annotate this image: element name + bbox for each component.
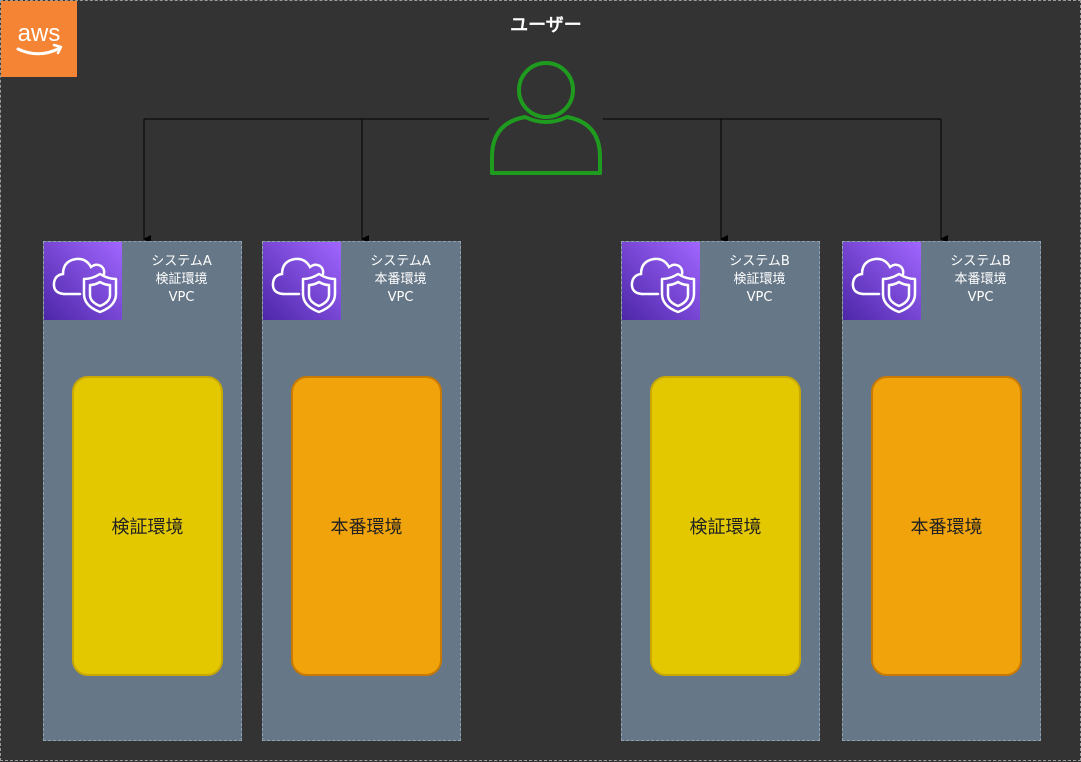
vpc-shield-icon <box>44 242 122 320</box>
svg-text:aws: aws <box>18 20 61 47</box>
user-icon <box>490 61 602 175</box>
vpc-title: システムA 本番環境 VPC <box>370 254 431 305</box>
user-label: ユーザー <box>510 15 582 36</box>
vpc-system-b-staging: システムB 検証環境 VPC 検証環境 <box>621 241 820 741</box>
staging-environment-box: 検証環境 <box>650 376 801 676</box>
vpc-system-b-production: システムB 本番環境 VPC 本番環境 <box>842 241 1041 741</box>
vpc-title: システムA 検証環境 VPC <box>151 254 212 305</box>
staging-environment-box: 検証環境 <box>72 376 223 676</box>
aws-logo-icon: aws <box>1 1 77 77</box>
vpc-system-a-staging: システムA 検証環境 VPC 検証環境 <box>43 241 242 741</box>
production-environment-box: 本番環境 <box>291 376 442 676</box>
vpc-title: システムB 検証環境 VPC <box>729 254 790 305</box>
vpc-shield-icon <box>843 242 921 320</box>
vpc-title: システムB 本番環境 VPC <box>950 254 1011 305</box>
production-environment-box: 本番環境 <box>871 376 1022 676</box>
vpc-shield-icon <box>622 242 700 320</box>
vpc-shield-icon <box>263 242 341 320</box>
vpc-system-a-production: システムA 本番環境 VPC 本番環境 <box>262 241 461 741</box>
